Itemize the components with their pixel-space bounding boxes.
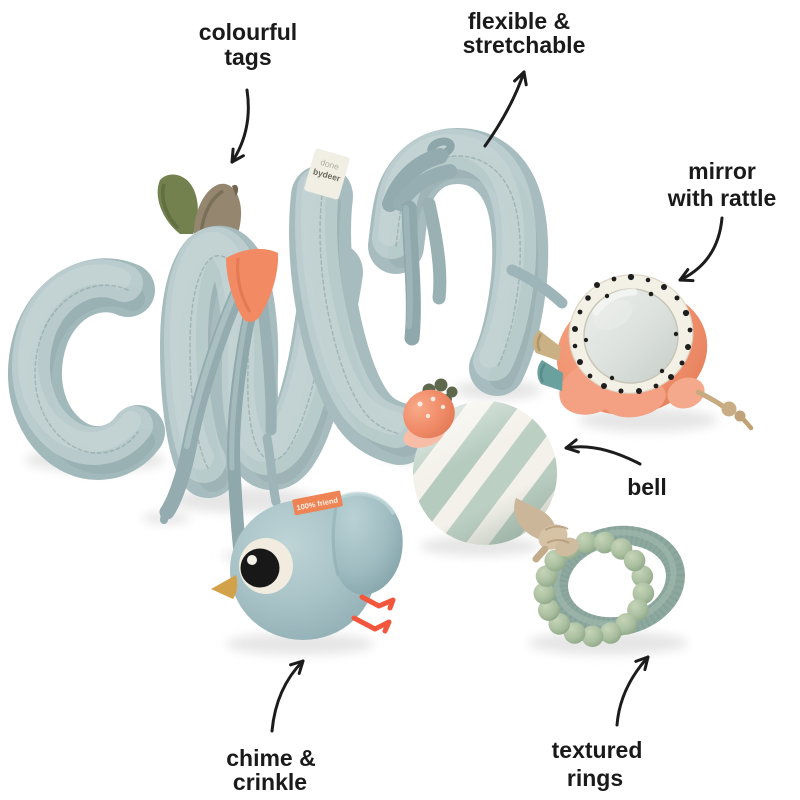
svg-text:colourful: colourful [199, 19, 297, 45]
svg-text:bell: bell [627, 474, 667, 500]
svg-text:stretchable: stretchable [463, 32, 586, 58]
svg-text:with rattle: with rattle [667, 185, 777, 211]
svg-text:rings: rings [567, 765, 623, 791]
svg-text:mirror: mirror [688, 158, 756, 184]
svg-text:flexible &: flexible & [468, 8, 570, 34]
svg-text:textured: textured [552, 737, 643, 763]
svg-text:tags: tags [224, 44, 271, 70]
svg-text:crinkle: crinkle [233, 769, 307, 795]
svg-text:chime &: chime & [226, 745, 315, 771]
